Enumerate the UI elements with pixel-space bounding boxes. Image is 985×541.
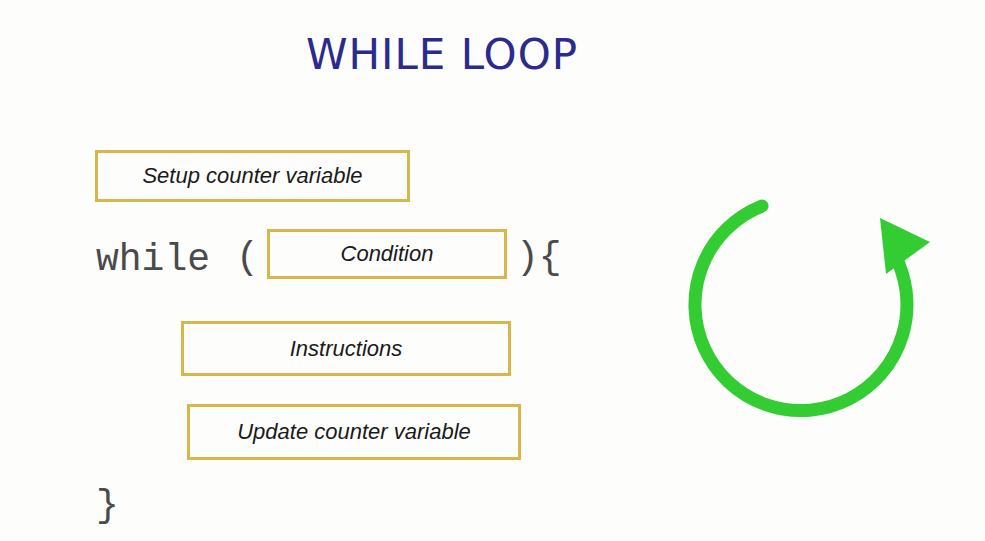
step-box: Instructions <box>181 321 511 376</box>
box-text: Instructions <box>290 336 403 362</box>
step-box: Setup counter variable <box>95 150 410 202</box>
box-text: Setup counter variable <box>142 163 362 189</box>
code-token: while <box>96 238 210 281</box>
step-box: Condition <box>267 229 507 279</box>
step-box: Update counter variable <box>187 404 521 460</box>
title: WHILE LOOP <box>306 30 578 79</box>
box-text: Update counter variable <box>237 419 471 445</box>
code-token: ){ <box>516 236 562 279</box>
code-token: ( <box>236 236 259 279</box>
arrow-head <box>880 218 930 274</box>
box-text: Condition <box>341 241 434 267</box>
loop-arc <box>695 206 907 411</box>
code-token: } <box>96 484 119 527</box>
